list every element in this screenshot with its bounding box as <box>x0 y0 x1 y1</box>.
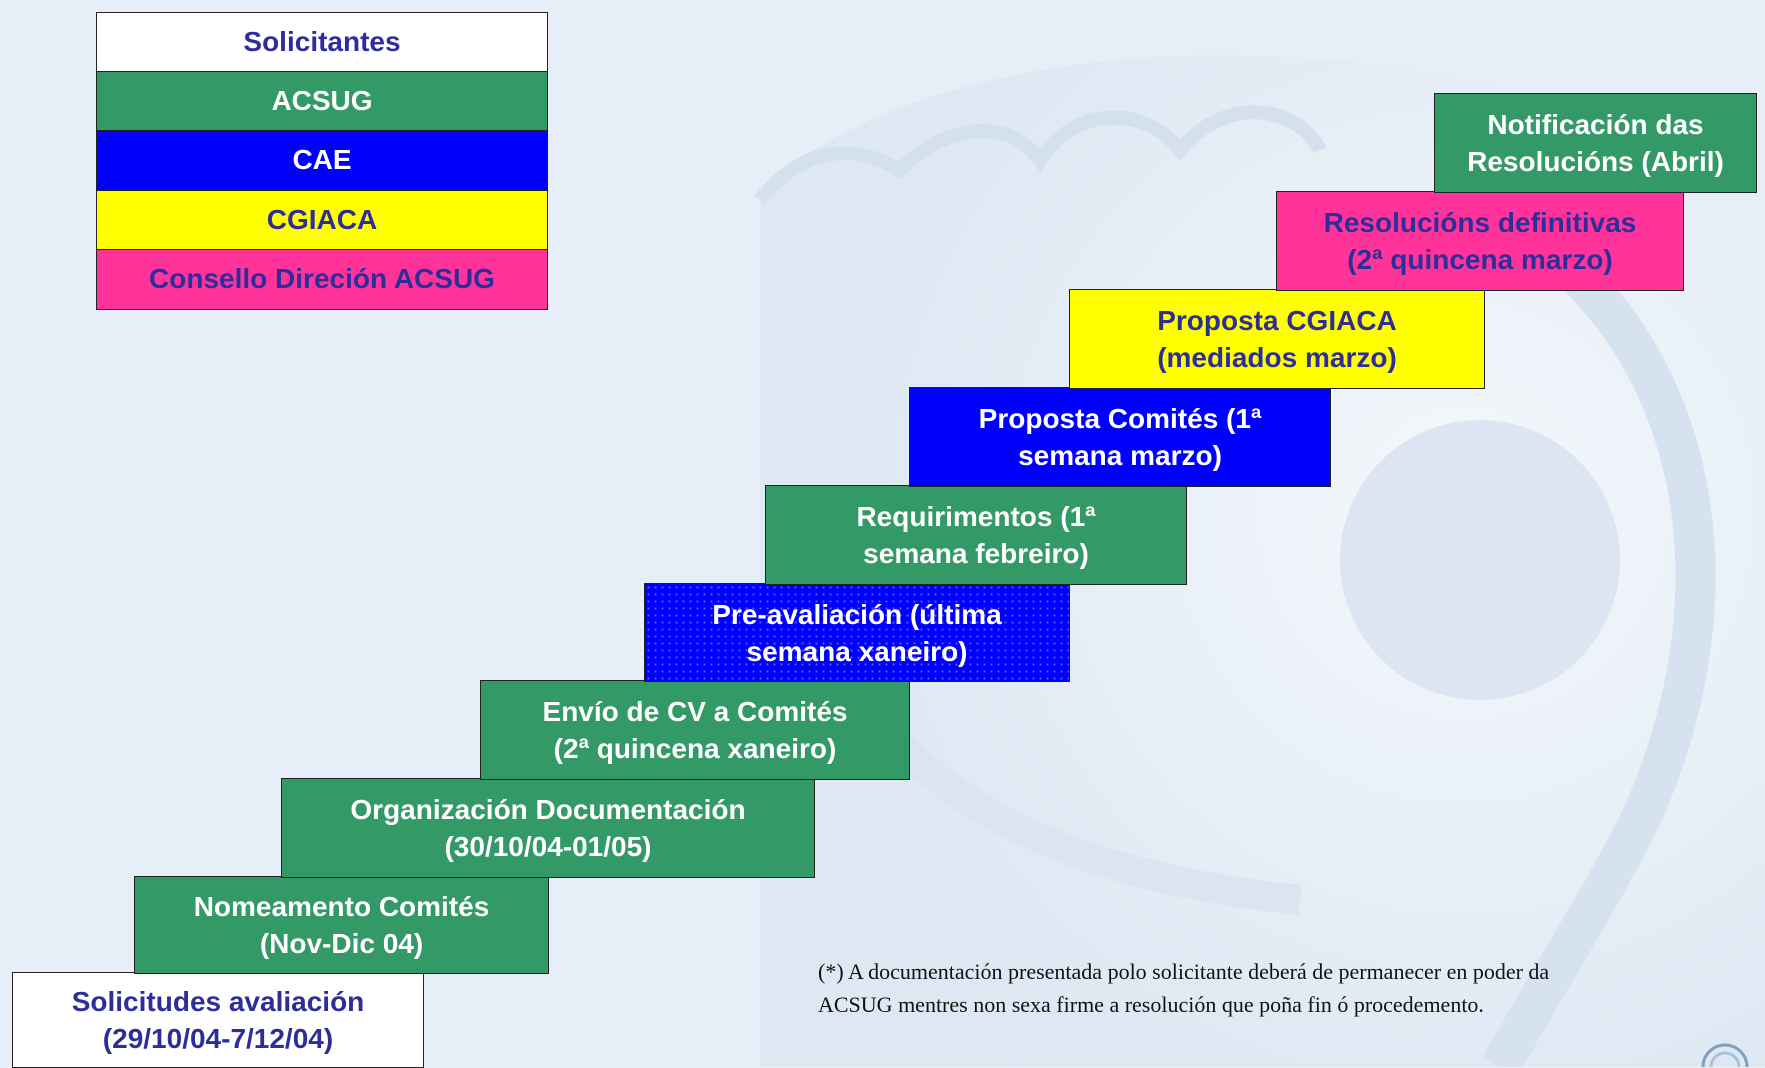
emblem-icon <box>1701 1043 1749 1067</box>
step-line: (2ª quincena xaneiro) <box>553 733 837 764</box>
legend-item-consello: Consello Direción ACSUG <box>97 249 547 309</box>
legend-item-solicitantes: Solicitantes <box>97 13 547 73</box>
step-proposta-comites: Proposta Comités (1ª semana marzo) <box>909 387 1331 487</box>
legend-item-cgiaca: CGIACA <box>97 190 547 250</box>
step-solicitudes-avaliacion: Solicitudes avaliación (29/10/04-7/12/04… <box>12 972 424 1068</box>
step-resolucions-definitivas: Resolucións definitivas (2ª quincena mar… <box>1276 191 1684 291</box>
footnote: (*) A documentación presentada polo soli… <box>818 955 1738 1021</box>
step-line: Proposta Comités (1ª <box>978 403 1262 434</box>
step-line: Pre-avaliación (última <box>712 598 1002 630</box>
step-requirimentos: Requirimentos (1ª semana febreiro) <box>765 485 1187 585</box>
step-line: semana xaneiro) <box>746 635 968 667</box>
step-line: Nomeamento Comités <box>193 891 490 922</box>
step-proposta-cgiaca: Proposta CGIACA (mediados marzo) <box>1069 289 1485 389</box>
footnote-line: (*) A documentación presentada polo soli… <box>818 959 1550 984</box>
step-envio-cv: Envío de CV a Comités (2ª quincena xanei… <box>480 680 910 780</box>
step-line: Envío de CV a Comités <box>542 696 848 727</box>
step-line: Proposta CGIACA <box>1157 305 1397 336</box>
footnote-line: ACSUG mentres non sexa firme a resolució… <box>818 992 1484 1017</box>
step-pre-avaliacion: Pre-avaliación (última semana xaneiro) <box>644 583 1070 682</box>
step-line: (29/10/04-7/12/04) <box>102 1023 334 1054</box>
step-line: (2ª quincena marzo) <box>1347 244 1613 275</box>
step-line: (30/10/04-01/05) <box>444 831 652 862</box>
step-line: Solicitudes avaliación <box>71 986 365 1017</box>
step-line: semana marzo) <box>1018 440 1222 471</box>
legend: Solicitantes ACSUG CAE CGIACA Consello D… <box>96 12 548 310</box>
step-line: Requirimentos (1ª <box>856 501 1096 532</box>
step-line: Resolucións (Abril) <box>1467 146 1724 177</box>
step-nomeamento-comites: Nomeamento Comités (Nov-Dic 04) <box>134 876 549 974</box>
legend-item-acsug: ACSUG <box>97 72 547 132</box>
step-notificacion-resolucions: Notificación das Resolucións (Abril) <box>1434 93 1757 193</box>
step-line: (Nov-Dic 04) <box>259 928 424 959</box>
step-line: semana febreiro) <box>863 538 1089 569</box>
legend-item-cae: CAE <box>97 131 547 191</box>
step-line: Resolucións definitivas <box>1323 207 1637 238</box>
step-organizacion-documentacion: Organización Documentación (30/10/04-01/… <box>281 778 815 878</box>
step-line: Notificación das <box>1487 109 1704 140</box>
step-line: (mediados marzo) <box>1157 342 1397 373</box>
step-line: Organización Documentación <box>350 794 746 825</box>
